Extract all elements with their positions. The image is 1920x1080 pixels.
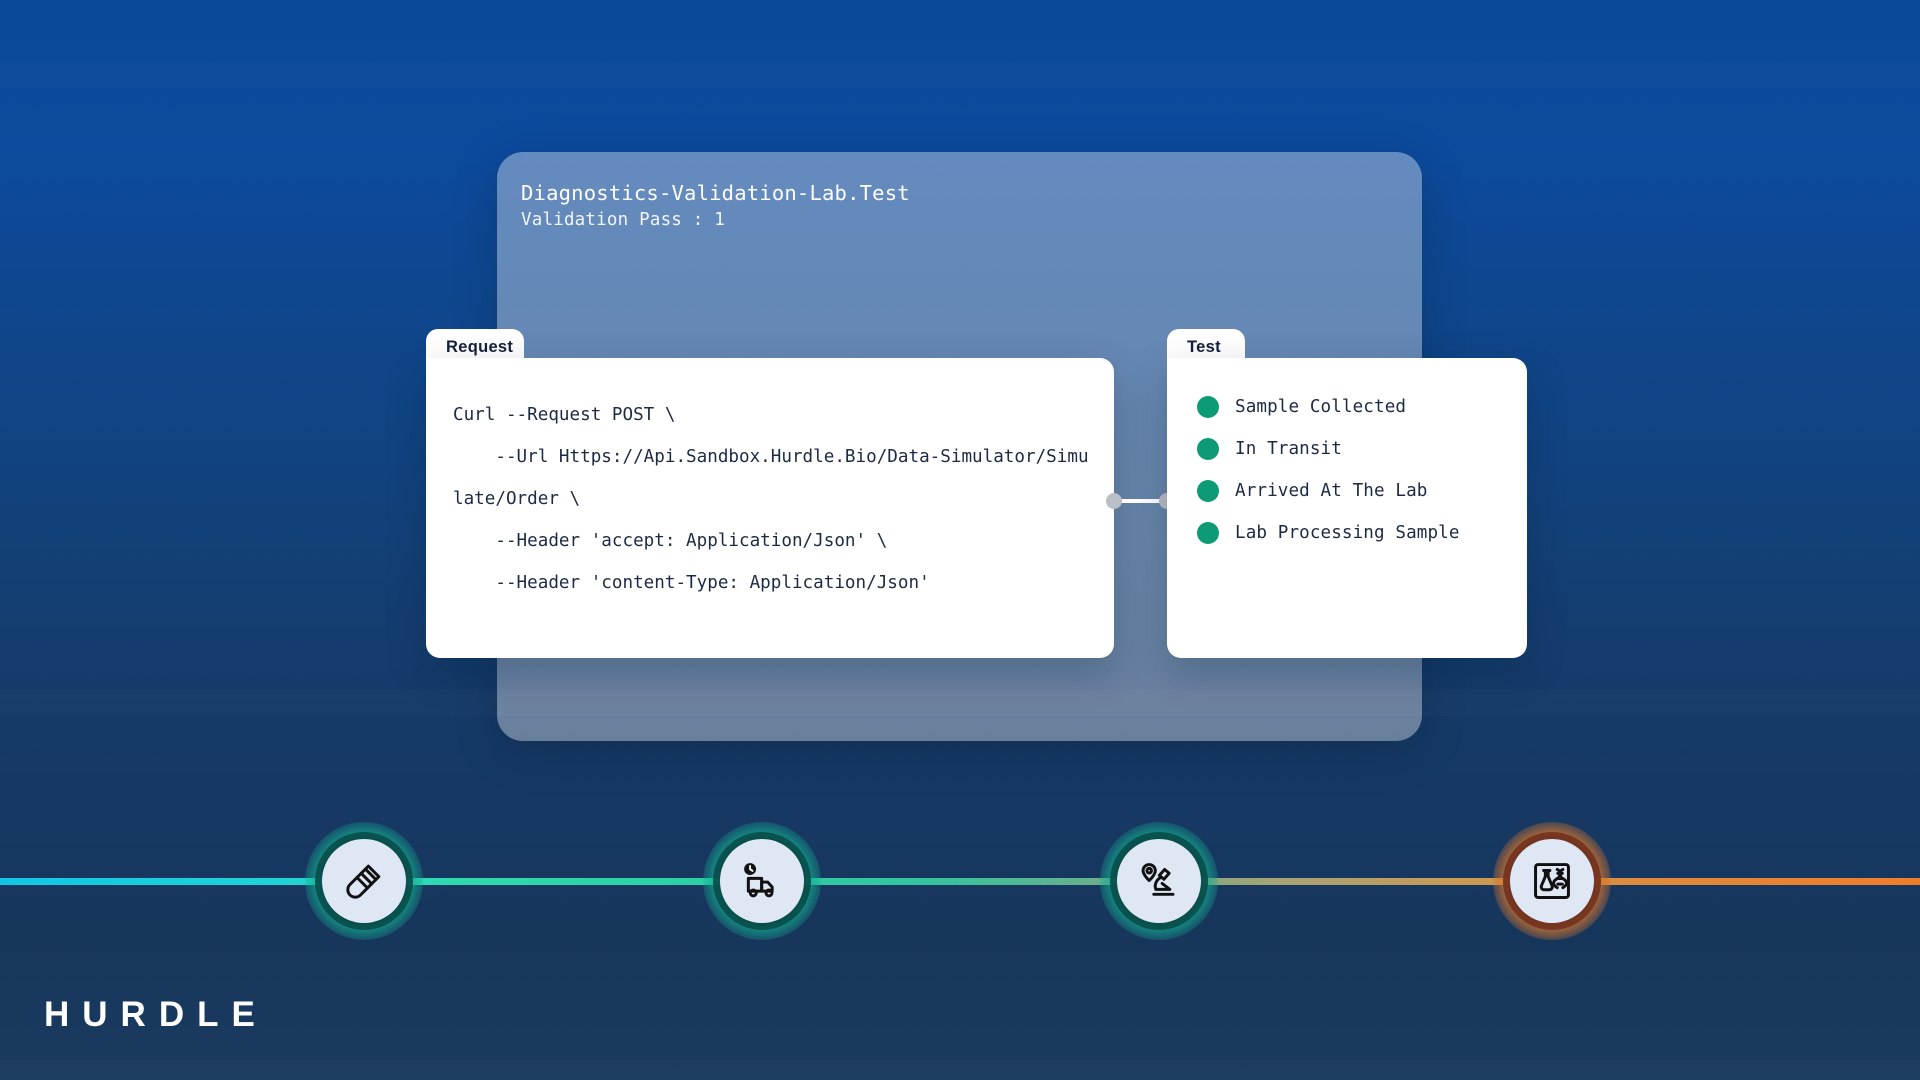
node-disc bbox=[720, 839, 804, 923]
request-code-block: Curl --Request POST \ --Url Https://Api.… bbox=[453, 405, 1089, 593]
status-label: In Transit bbox=[1235, 439, 1342, 459]
timeline-node-sample-collected[interactable] bbox=[305, 822, 423, 940]
status-row: Sample Collected bbox=[1197, 386, 1513, 428]
status-label: Sample Collected bbox=[1235, 397, 1407, 417]
node-disc bbox=[322, 839, 406, 923]
timeline-node-lab-processing[interactable] bbox=[1493, 822, 1611, 940]
flask-dna-icon bbox=[1534, 863, 1570, 899]
status-label: Lab Processing Sample bbox=[1235, 523, 1460, 543]
panel-title: Diagnostics-Validation-Lab.Test bbox=[521, 181, 910, 205]
panel-subtitle: Validation Pass : 1 bbox=[521, 210, 725, 230]
bg-texture-band bbox=[0, 62, 1920, 88]
timeline-track bbox=[0, 878, 1920, 885]
status-dot-icon bbox=[1197, 522, 1219, 544]
status-label: Arrived At The Lab bbox=[1235, 481, 1428, 501]
node-disc bbox=[1510, 839, 1594, 923]
status-row: Arrived At The Lab bbox=[1197, 470, 1513, 512]
brand-logo: HURDLE bbox=[44, 995, 268, 1034]
node-disc bbox=[1117, 839, 1201, 923]
request-card: Curl --Request POST \ --Url Https://Api.… bbox=[426, 358, 1114, 658]
delivery-truck-clock-icon bbox=[744, 863, 774, 898]
card-connector-line bbox=[1113, 499, 1169, 503]
timeline-node-arrived-at-lab[interactable] bbox=[1100, 822, 1218, 940]
location-pin-microscope-icon bbox=[1141, 863, 1175, 896]
bg-texture-band bbox=[0, 1060, 1920, 1080]
test-tube-icon bbox=[346, 864, 381, 899]
timeline-node-in-transit[interactable] bbox=[703, 822, 821, 940]
status-row: Lab Processing Sample bbox=[1197, 512, 1513, 554]
status-dot-icon bbox=[1197, 480, 1219, 502]
status-dot-icon bbox=[1197, 396, 1219, 418]
connector-node-left[interactable] bbox=[1106, 493, 1122, 509]
status-row: In Transit bbox=[1197, 428, 1513, 470]
status-dot-icon bbox=[1197, 438, 1219, 460]
